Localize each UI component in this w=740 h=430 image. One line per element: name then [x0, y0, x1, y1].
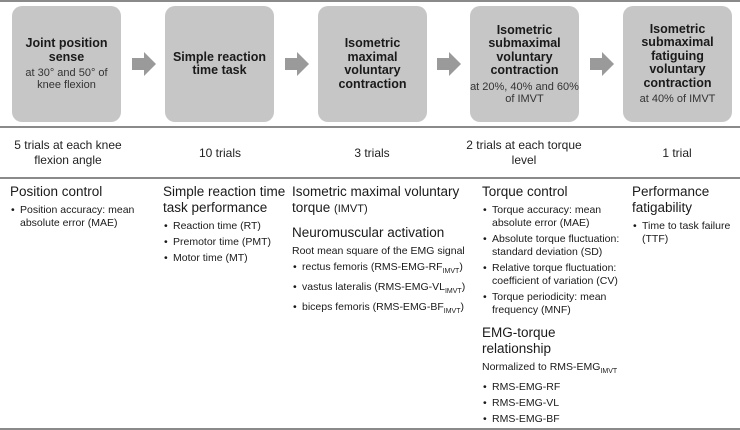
middle-rule: [0, 126, 740, 128]
outcome-subheading: Neuromuscular activation: [292, 225, 445, 240]
list-item: Motor time (MT): [163, 252, 288, 265]
step-box-fatiguing: Isometric submaximal fatiguing voluntary…: [623, 6, 732, 122]
step-subtitle: at 20%, 40% and 60% of IMVT: [470, 80, 579, 105]
list-item: Time to task failure (TTF): [632, 220, 737, 246]
arrow-right-icon: [590, 52, 614, 76]
outcome-heading: Position control: [10, 184, 103, 199]
step-title: Isometric maximal voluntary contraction: [338, 36, 407, 91]
outcome-position-control: Position control Position accuracy: mean…: [10, 184, 155, 233]
step-title: Joint position sense: [25, 36, 108, 64]
step-box-imvc: Isometric maximal voluntary contraction: [318, 6, 427, 122]
trials-label: 3 trials: [354, 145, 390, 160]
trials-label: 1 trial: [662, 145, 692, 160]
step-box-reaction-time: Simple reaction time task: [165, 6, 274, 122]
description: Root mean square of the EMG signal: [292, 245, 465, 257]
lower-rule: [0, 177, 740, 179]
list-item: Relative torque fluctuation: coefficient…: [482, 262, 627, 288]
heading-abbr: (IMVT): [334, 203, 368, 215]
list-item: Torque accuracy: mean absolute error (MA…: [482, 204, 627, 230]
step-title: Isometric submaximal fatiguing voluntary…: [641, 21, 714, 90]
bottom-rule: [0, 428, 740, 430]
outcome-heading: Simple reaction time task performance: [163, 184, 286, 215]
outcome-heading: Isometric maximal voluntary torque (IMVT…: [292, 184, 477, 217]
step-box-joint-position: Joint position sense at 30° and 50° of kn…: [12, 6, 121, 122]
step-title: Simple reaction time task: [172, 49, 267, 77]
step-title: Isometric submaximal voluntary contracti…: [488, 22, 561, 77]
list-item: RMS-EMG-VL: [482, 397, 627, 410]
list-item: RMS-EMG-RF: [482, 381, 627, 394]
list-item: RMS-EMG-BF: [482, 413, 627, 426]
description: Normalized to RMS-EMGIMVT: [482, 361, 618, 376]
outcome-subheading: EMG-torque relationship: [482, 325, 556, 356]
heading-text: Isometric maximal voluntary torque: [292, 184, 460, 215]
list-item: biceps femoris (RMS-EMG-BFIMVT): [292, 301, 477, 318]
outcome-fatigability: Performance fatigability Time to task fa…: [632, 184, 737, 249]
step-box-submaximal: Isometric submaximal voluntary contracti…: [470, 6, 579, 122]
top-rule: [0, 0, 740, 2]
list-item: vastus lateralis (RMS-EMG-VLIMVT): [292, 281, 477, 298]
trials-label: 2 trials at each torque level: [466, 138, 582, 167]
list-item: Premotor time (PMT): [163, 236, 288, 249]
trials-label: 10 trials: [198, 145, 242, 160]
outcome-reaction-time: Simple reaction time task performance Re…: [163, 184, 288, 268]
outcome-heading: Torque control: [482, 184, 568, 199]
trials-label: 5 trials at each knee flexion angle: [14, 138, 122, 167]
outcome-torque-control: Torque control Torque accuracy: mean abs…: [482, 184, 627, 429]
outcome-imvt: Isometric maximal voluntary torque (IMVT…: [292, 184, 477, 321]
list-item: Reaction time (RT): [163, 220, 288, 233]
arrow-right-icon: [132, 52, 156, 76]
outcome-heading: Performance fatigability: [632, 184, 710, 215]
step-subtitle: at 40% of IMVT: [639, 93, 716, 106]
list-item: Torque periodicity: mean frequency (MNF): [482, 291, 627, 317]
arrow-right-icon: [437, 52, 461, 76]
list-item: Position accuracy: mean absolute error (…: [10, 204, 155, 230]
list-item: rectus femoris (RMS-EMG-RFIMVT): [292, 261, 477, 278]
step-subtitle: at 30° and 50° of knee flexion: [25, 67, 108, 91]
list-item: Absolute torque fluctuation: standard de…: [482, 233, 627, 259]
arrow-right-icon: [285, 52, 309, 76]
